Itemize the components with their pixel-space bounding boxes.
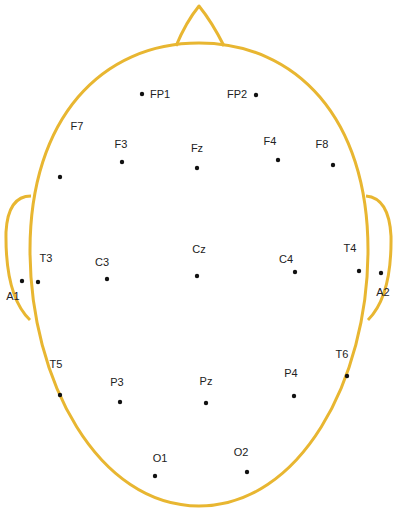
- electrode-label: F3: [115, 139, 128, 150]
- electrode-dot: [345, 374, 349, 378]
- electrode-dot: [204, 401, 208, 405]
- electrode-label: T5: [50, 359, 63, 370]
- electrode-label: A2: [376, 287, 389, 298]
- nose: [176, 6, 224, 46]
- electrode-label: A1: [6, 291, 19, 302]
- electrode-label: F4: [264, 136, 277, 147]
- electrode-dot: [20, 279, 24, 283]
- electrode-dot: [254, 93, 258, 97]
- electrode-dot: [36, 280, 40, 284]
- left-ear: [6, 196, 31, 320]
- electrode-label: O1: [153, 453, 168, 464]
- electrode-dot: [292, 394, 296, 398]
- electrode-label: T3: [40, 253, 53, 264]
- electrode-label: T4: [344, 243, 357, 254]
- electrode-label: Fz: [191, 143, 203, 154]
- electrode-label: C3: [95, 257, 109, 268]
- electrode-dot: [331, 163, 335, 167]
- head: [30, 43, 368, 506]
- electrode-label: Cz: [192, 244, 205, 255]
- electrode-dot: [58, 393, 62, 397]
- electrode-dot: [140, 92, 144, 96]
- electrode-label: F8: [316, 139, 329, 150]
- right-ear: [366, 196, 391, 320]
- electrode-label: FP2: [227, 89, 247, 100]
- electrode-dots: [20, 92, 383, 478]
- electrode-label: P4: [284, 368, 297, 379]
- electrode-dot: [105, 277, 109, 281]
- electrode-dot: [120, 160, 124, 164]
- electrode-dot: [379, 271, 383, 275]
- electrode-dot: [357, 269, 361, 273]
- electrode-dot: [245, 470, 249, 474]
- electrode-dot: [58, 175, 62, 179]
- electrode-label: C4: [279, 254, 293, 265]
- electrode-dot: [118, 400, 122, 404]
- electrode-dot: [195, 274, 199, 278]
- electrode-dot: [195, 166, 199, 170]
- electrode-dot: [293, 270, 297, 274]
- electrode-label: O2: [234, 447, 249, 458]
- electrode-label: FP1: [150, 89, 170, 100]
- electrode-label: P3: [110, 377, 123, 388]
- electrode-dot: [153, 474, 157, 478]
- electrode-label: Pz: [200, 376, 213, 387]
- electrode-label: F7: [71, 121, 84, 132]
- electrode-label: T6: [336, 349, 349, 360]
- electrode-dot: [276, 158, 280, 162]
